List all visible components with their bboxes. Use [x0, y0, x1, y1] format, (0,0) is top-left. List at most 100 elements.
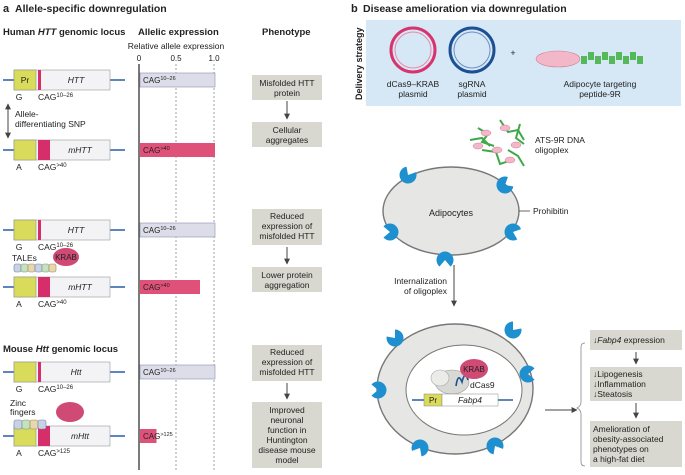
prohibitin-receptor-icon	[504, 223, 521, 241]
svg-text:a high-fat diet: a high-fat diet	[593, 454, 645, 464]
tick-0-5: 0.5	[170, 54, 182, 63]
phenotype-box-5: Reduced expression of misfolded HTT	[252, 345, 322, 381]
peptide-body-icon	[535, 50, 581, 68]
zinc-finger-icon	[13, 419, 47, 430]
gene-label: Htt	[71, 367, 83, 377]
cag-label: CAG>125	[38, 448, 71, 458]
tale-repeats-icon	[13, 263, 57, 273]
prohibitin-receptor-icon	[386, 329, 404, 347]
cag-repeat	[38, 277, 50, 297]
svg-text:Reduced: Reduced	[270, 347, 304, 357]
svg-text:neuronal: neuronal	[270, 415, 303, 425]
cag-label: CAG>40	[38, 299, 67, 309]
zinc-label-line1: Zinc	[10, 398, 27, 408]
prohibitin-label: Prohibitin	[533, 206, 569, 216]
svg-text:Cellular: Cellular	[273, 125, 302, 135]
allele-label: A	[16, 299, 22, 309]
svg-text:Reduced: Reduced	[270, 211, 304, 221]
outcome-box-2: ↓Lipogenesis ↓Inflammation ↓Steatosis	[590, 367, 682, 401]
svg-text:Improved: Improved	[269, 405, 305, 415]
tick-1-0: 1.0	[208, 54, 220, 63]
svg-text:Lower protein: Lower protein	[261, 270, 313, 280]
cag-repeat	[38, 426, 50, 446]
svg-text:model: model	[275, 455, 298, 465]
fabp4-promoter-label: Pr	[429, 396, 437, 405]
cag-repeat	[38, 362, 41, 382]
plasmid2-label-line1: sgRNA	[459, 79, 486, 89]
bar-label: CAG10–26	[143, 226, 176, 235]
peptide-label-line1: Adipocyte targeting	[564, 79, 637, 89]
promoter-box	[13, 219, 37, 241]
bar-label: CAG>125	[143, 432, 173, 441]
expression-bars: CAG10–26CAG>40CAG10–26CAG>40CAG10–26CAG>…	[139, 72, 216, 443]
snp-label-line1: Allele-	[15, 109, 39, 119]
prohibitin-receptor-icon	[519, 365, 535, 383]
allele-label: G	[16, 384, 23, 394]
svg-text:↓Fabp4 expression: ↓Fabp4 expression	[593, 335, 665, 345]
cag-label: CAG10–26	[38, 384, 74, 394]
svg-text:disease mouse: disease mouse	[258, 445, 315, 455]
cag-repeat	[38, 70, 41, 90]
prohibitin-receptors-lower	[371, 321, 535, 457]
bar-label: CAG>40	[143, 146, 170, 155]
oligoplex-label-line1: ATS-9R DNA	[535, 135, 585, 145]
tales-label: TALEs	[12, 253, 37, 263]
bar-label: CAG>40	[143, 283, 170, 292]
peptide-label-line2: peptide-9R	[579, 89, 621, 99]
phenotype-box-1: Misfolded HTT protein	[252, 75, 322, 100]
svg-text:Amelioration of: Amelioration of	[593, 424, 650, 434]
panel-a-letter: a	[3, 3, 10, 15]
plasmid1-label-line2: plasmid	[398, 89, 428, 99]
svg-text:↓Steatosis: ↓Steatosis	[593, 389, 632, 399]
allele-label: G	[16, 242, 23, 252]
gene-label: mHTT	[68, 145, 92, 155]
expression-bar: CAG>40	[140, 280, 200, 294]
svg-text:expression of: expression of	[262, 221, 313, 231]
cag-label: CAG10–26	[38, 92, 74, 102]
oligoplex-icon	[469, 119, 525, 167]
delivery-strategy-label: Delivery strategy	[354, 27, 364, 100]
bar-label: CAG10–26	[143, 76, 176, 85]
phenotype-box-2: Cellular aggregates	[252, 122, 322, 147]
svg-text:misfolded HTT: misfolded HTT	[259, 231, 314, 241]
dcas9-label: dCas9	[470, 380, 495, 390]
plasmid1-label-line1: dCas9–KRAB	[387, 79, 440, 89]
svg-text:aggregates: aggregates	[266, 135, 309, 145]
prohibitin-receptor-icon	[383, 223, 399, 241]
prohibitin-receptor-icon	[436, 251, 454, 267]
fabp4-gene	[441, 393, 499, 407]
tale-krab-domain	[53, 248, 79, 266]
plasmid2-label-line2: plasmid	[457, 89, 487, 99]
promoter-box	[13, 139, 37, 161]
prohibitin-receptor-icon	[486, 437, 504, 455]
fabp4-gene-label: Fabp4	[458, 395, 482, 405]
krab-label: KRAB	[463, 365, 485, 374]
krab-domain	[460, 359, 488, 379]
svg-text:obesity-associated: obesity-associated	[593, 434, 664, 444]
allele-label: G	[16, 92, 23, 102]
promoter-box	[13, 69, 37, 91]
promoter-box	[13, 361, 37, 383]
panel-b-letter: b	[351, 3, 358, 15]
prohibitin-receptor-icon	[504, 321, 522, 339]
expression-bar: CAG10–26	[139, 364, 216, 380]
zinc-label-line2: fingers	[10, 407, 36, 417]
promoter-label: Pr	[21, 75, 30, 85]
allele-label: A	[16, 448, 22, 458]
internalization-label-line1: Internalization	[394, 276, 447, 286]
svg-text:misfolded HTT: misfolded HTT	[259, 367, 314, 377]
panel-a-title: Allele-specific downregulation	[15, 3, 167, 15]
phenotype-box-6: Improved neuronal function in Huntington…	[252, 402, 322, 468]
internalization-label-line2: of oligoplex	[404, 286, 448, 296]
tick-0: 0	[137, 54, 142, 63]
expression-bar: CAG>40	[140, 143, 215, 157]
prohibitin-receptor-icon	[496, 176, 514, 194]
phenotype-box-4: Lower protein aggregation	[252, 267, 322, 292]
phenotype-heading: Phenotype	[262, 27, 311, 38]
expression-bar: CAG10–26	[139, 72, 216, 88]
prohibitin-receptors-upper	[383, 166, 521, 267]
oligoplex-label-line2: oligoplex	[535, 145, 569, 155]
